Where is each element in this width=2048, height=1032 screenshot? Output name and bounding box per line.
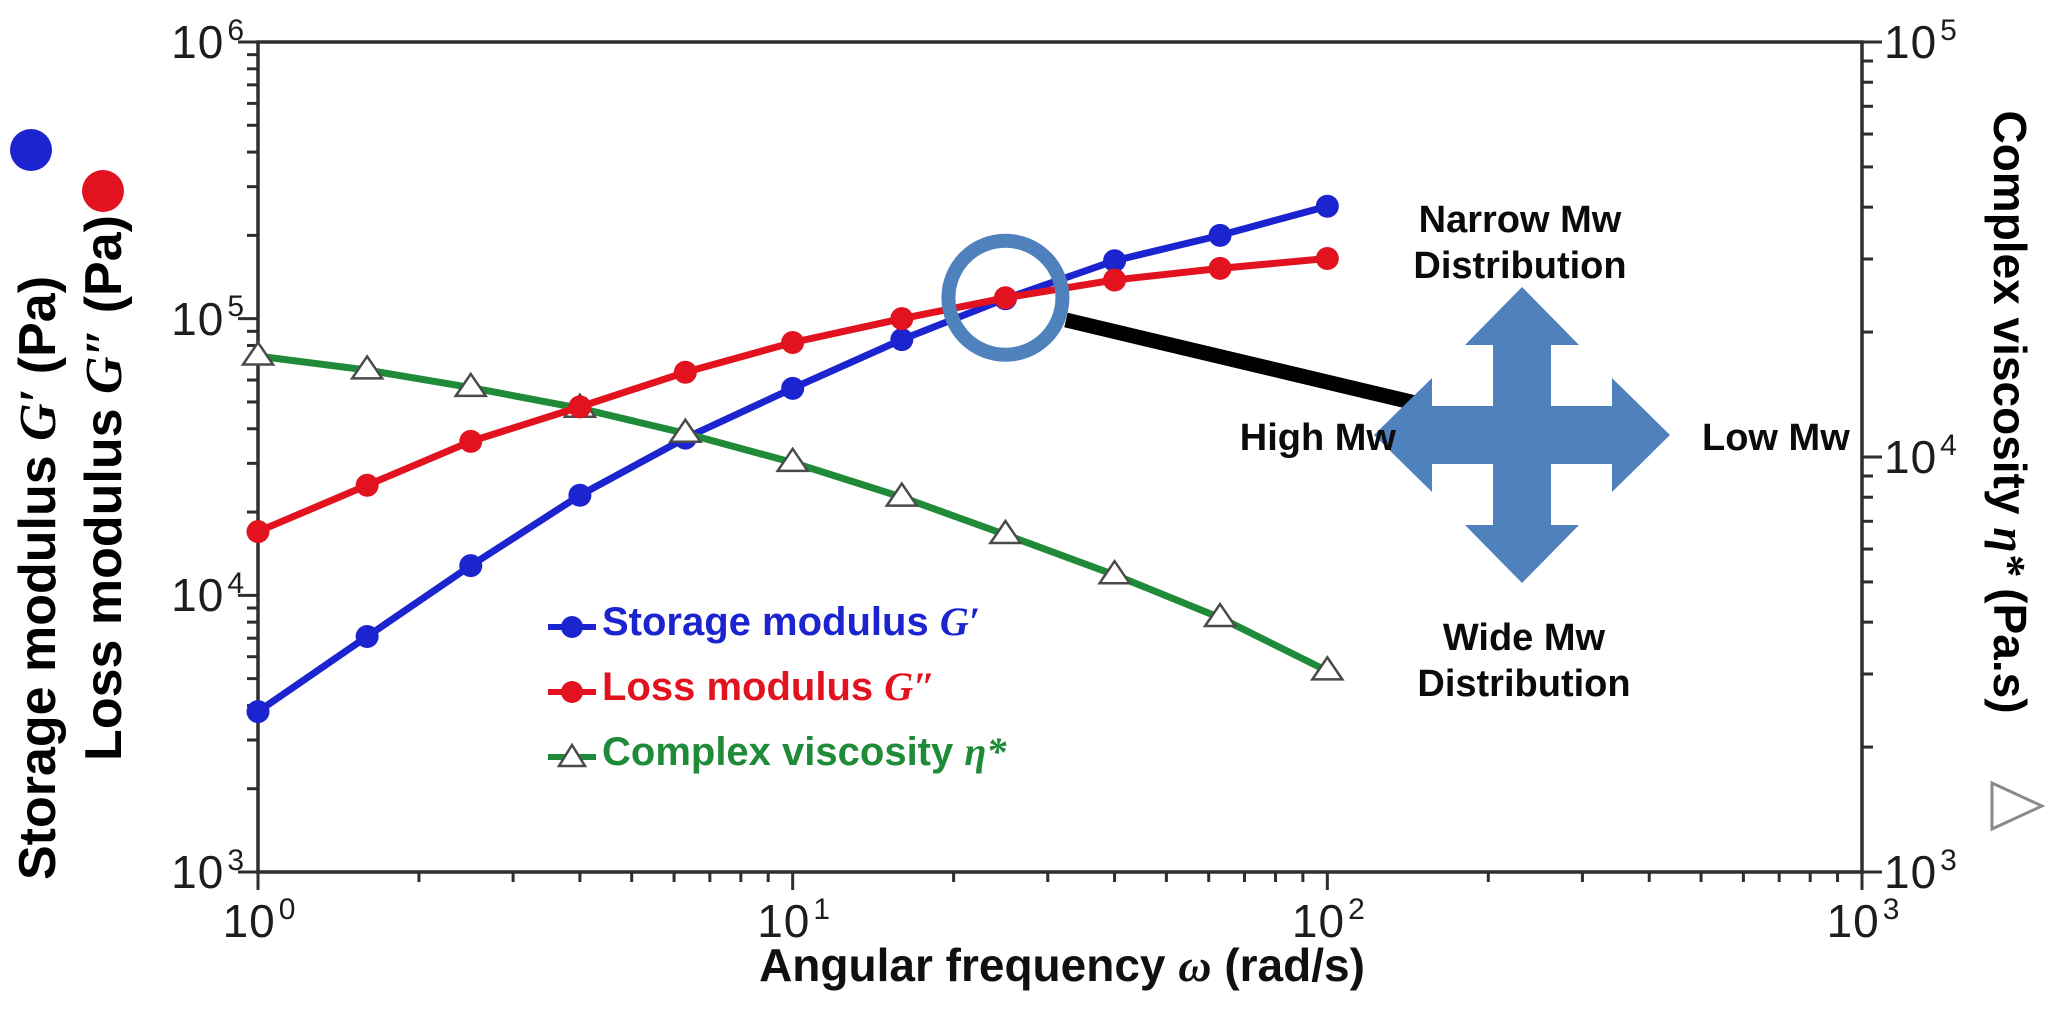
storage-marker-glyph: [548, 615, 596, 638]
storage-modulus-point: [781, 376, 805, 400]
loss-modulus-point: [1208, 256, 1232, 280]
crossover-ring-icon: [941, 233, 1070, 362]
complex-viscosity-point: [775, 446, 811, 473]
annotation-wide-line2: Distribution: [1417, 662, 1631, 705]
y-left-axis-title-loss: Loss modulus G″ (Pa): [74, 215, 134, 761]
eta-star-symbol: η*: [1984, 527, 2035, 576]
legend-label-storage: Storage modulus G′: [602, 599, 980, 644]
storage-axis-label-unit: (Pa): [9, 275, 67, 389]
complex-axis-label-text: Complex viscosity: [1984, 110, 2036, 528]
complex-viscosity-point: [453, 371, 489, 398]
storage-axis-label-text: Storage modulus: [9, 440, 67, 881]
g-double-prime-symbol: G″: [76, 327, 133, 395]
legend-item-loss: Loss modulus G″: [546, 663, 1006, 710]
x-axis-title-unit: (rad/s): [1211, 939, 1365, 991]
x-axis-title: Angular frequency ω (rad/s): [759, 938, 1365, 992]
storage-modulus-point: [1315, 194, 1339, 218]
loss-axis-label-text: Loss modulus: [75, 394, 133, 761]
legend-label-loss: Loss modulus G″: [602, 664, 936, 709]
loss-legend-marker-icon: [546, 672, 598, 703]
loss-modulus-point: [1315, 246, 1339, 270]
complex-viscosity-point: [668, 417, 703, 443]
omega-symbol: ω: [1178, 940, 1212, 991]
complex-viscosity-point: [240, 340, 276, 366]
annotation-wide-line1: Wide Mw: [1442, 617, 1606, 659]
storage-legend-marker-icon: [546, 607, 598, 638]
complex-viscosity-point: [884, 481, 920, 507]
storage-modulus-point: [568, 483, 592, 507]
legend-label-complex: Complex viscosity η*: [602, 729, 1007, 774]
loss-modulus-point: [1103, 268, 1127, 292]
complex-viscosity-point: [1097, 558, 1132, 585]
legend-item-complex: Complex viscosity η*: [546, 728, 1006, 775]
loss-modulus-point: [673, 360, 697, 384]
annotation-narrow-line1: Narrow Mw: [1418, 199, 1622, 241]
loss-marker-glyph: [548, 680, 596, 703]
g-prime-symbol: G′: [10, 388, 67, 441]
storage-modulus-point: [1103, 249, 1127, 273]
annotation-high-mw: High Mw: [1239, 417, 1396, 459]
storage-modulus-point: [1208, 223, 1232, 247]
loss-modulus-point: [459, 429, 483, 453]
x-axis-title-text: Angular frequency: [759, 939, 1179, 991]
complex-viscosity-point: [1309, 655, 1345, 681]
complex-axis-label-unit: (Pa.s): [1984, 575, 2036, 714]
complex-viscosity-point: [349, 354, 385, 380]
annotation-low-mw: Low Mw: [1702, 417, 1850, 459]
complex-viscosity-point: [988, 518, 1023, 545]
legend-item-storage: Storage modulus G′: [546, 598, 1006, 645]
complex-viscosity-point: [1202, 601, 1238, 628]
y-left-axis-title-storage: Storage modulus G′ (Pa): [8, 276, 68, 880]
loss-modulus-point: [781, 331, 805, 355]
loss-axis-marker-icon: [82, 170, 124, 212]
complex-axis-marker-icon: [1990, 780, 2046, 832]
storage-modulus-point: [246, 700, 270, 724]
storage-axis-marker-icon: [10, 129, 52, 171]
loss-modulus-point: [890, 307, 914, 331]
loss-axis-label-unit: (Pa): [75, 215, 133, 328]
storage-modulus-point: [355, 624, 379, 648]
storage-modulus-point: [890, 328, 914, 352]
loss-modulus-point: [993, 286, 1017, 310]
loss-modulus-point: [246, 520, 270, 544]
loss-modulus-point: [355, 473, 379, 497]
complex-marker-glyph: [548, 742, 596, 767]
annotation-wide-mw: Wide Mw Distribution: [1417, 616, 1630, 707]
annotation-narrow-mw: Narrow Mw Distribution: [1413, 198, 1626, 289]
y-right-axis-title: Complex viscosity η* (Pa.s): [1983, 110, 2037, 713]
storage-modulus-point: [459, 554, 483, 578]
complex-legend-marker-icon: [546, 737, 598, 767]
four-way-arrow-icon: [1374, 287, 1670, 583]
connector-line: [1064, 312, 1430, 414]
loss-modulus-point: [568, 395, 592, 419]
legend: Storage modulus G′ Loss modulus G″ Compl…: [546, 598, 1006, 775]
annotation-narrow-line2: Distribution: [1413, 244, 1627, 287]
